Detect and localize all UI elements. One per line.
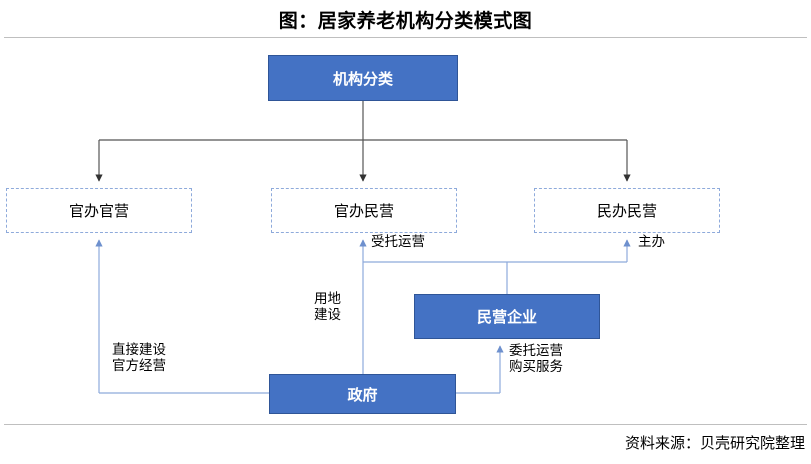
header-divider <box>4 37 807 38</box>
node-private-run-private-operated[interactable]: 民办民营 <box>534 188 720 233</box>
edge-label-land-construction: 用地 建设 <box>314 291 341 323</box>
node-private-enterprise[interactable]: 民营企业 <box>414 294 600 339</box>
footer-divider <box>4 424 807 425</box>
edge-root-to-children <box>95 101 631 182</box>
edge-label-entrusted-operation: 受托运营 <box>371 234 425 249</box>
edge-label-direct-construction: 直接建设 官方经营 <box>112 342 166 374</box>
source-note: 资料来源：贝壳研究院整理 <box>624 436 805 452</box>
node-government[interactable]: 政府 <box>269 374 456 414</box>
edge-gov-to-govgov <box>95 239 269 394</box>
page-title: 图：居家养老机构分类模式图 <box>278 11 533 32</box>
edge-label-organizer: 主办 <box>638 234 665 249</box>
node-root[interactable]: 机构分类 <box>268 55 458 101</box>
node-public-run-public-operated[interactable]: 官办官营 <box>6 188 192 233</box>
node-public-run-private-operated[interactable]: 官办民营 <box>271 188 457 233</box>
edge-gov-to-enterprise <box>456 345 504 394</box>
edge-label-entrusted-purchase: 委托运营 购买服务 <box>509 343 563 375</box>
edge-enterprise-to-govpriv <box>363 261 508 294</box>
edge-enterprise-to-privpriv <box>507 239 631 263</box>
